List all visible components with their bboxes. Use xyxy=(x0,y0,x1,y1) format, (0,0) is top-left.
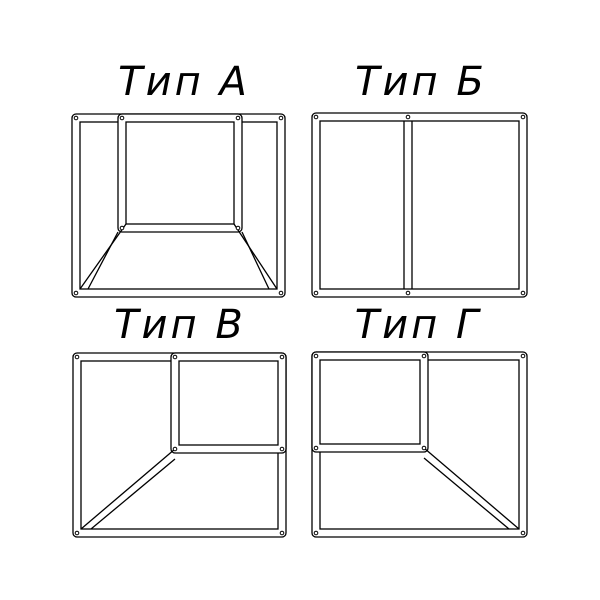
panel-type-g: Тип Г xyxy=(311,302,528,538)
frame-drawing-type-b xyxy=(311,112,528,298)
panel-title-type-v: Тип В xyxy=(114,302,246,348)
frame-drawing-type-a xyxy=(71,113,286,298)
frame-drawing-type-v xyxy=(72,352,287,538)
panel-type-v: Тип В xyxy=(72,302,287,538)
panel-type-a: Тип А xyxy=(71,59,286,298)
panel-type-b: Тип Б xyxy=(311,59,528,298)
panel-title-type-b: Тип Б xyxy=(355,59,487,105)
frame-drawing-type-g xyxy=(311,351,528,538)
panel-title-type-a: Тип А xyxy=(118,59,250,105)
panel-title-type-g: Тип Г xyxy=(355,302,482,348)
